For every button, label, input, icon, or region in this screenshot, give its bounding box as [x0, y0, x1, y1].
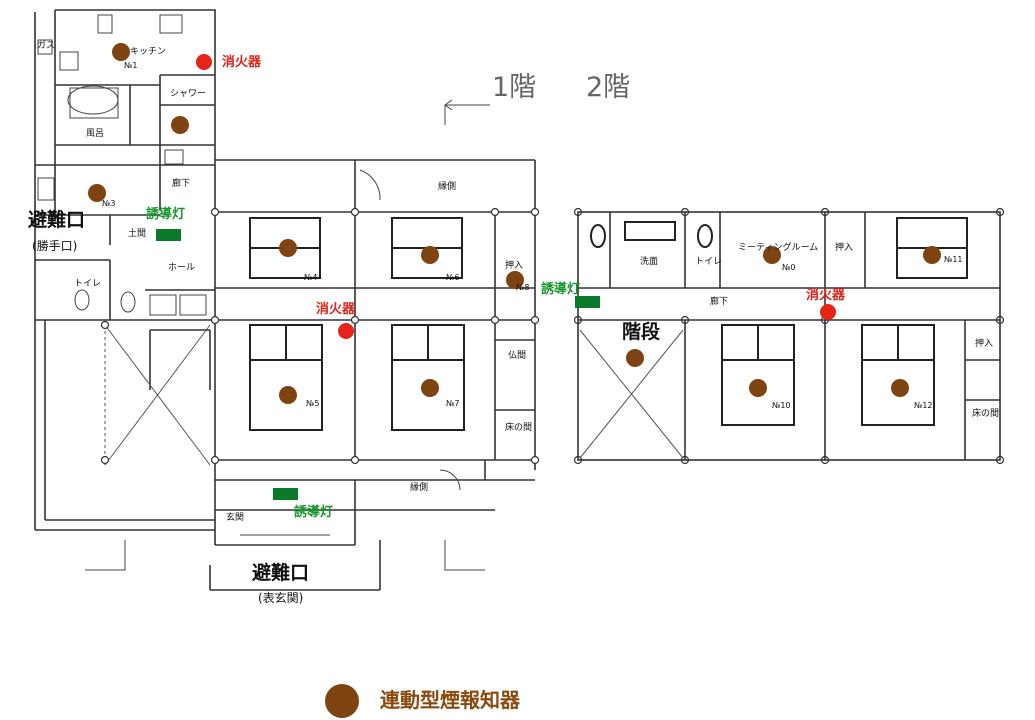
direction-arrows: [85, 99, 490, 571]
guide-light-marker-corridor: [575, 296, 600, 308]
room-label-butsuma: 仏間: [508, 351, 527, 361]
extinguisher-marker-first-floor: [338, 323, 354, 339]
room-label-hall: ホール: [168, 263, 196, 273]
room-label-toilet-1f: トイレ: [74, 279, 102, 289]
smoke-detector-stairs: [626, 349, 644, 367]
legend-detector-icon: [325, 684, 359, 718]
guide-light-marker-front-exit: [273, 488, 298, 500]
detector-id-1: №1: [124, 61, 138, 70]
room-label-corridor-2f: 廊下: [710, 297, 729, 307]
smoke-detector-12: [891, 379, 909, 397]
detector-id-4: №4: [304, 273, 318, 282]
room-label-entrance: 玄関: [226, 513, 245, 523]
room-label-washroom: 洗面: [640, 257, 659, 267]
stairs-label: 階段: [622, 321, 661, 343]
guide-light-marker-kitchen-exit: [156, 229, 181, 241]
guide-light-label-front: 誘導灯: [294, 505, 334, 520]
fire-extinguishers: [196, 54, 836, 339]
smoke-detector-8: [506, 271, 524, 289]
room-label-engawa-top: 縁側: [438, 182, 457, 192]
detector-id-8: №8: [516, 283, 530, 292]
smoke-detector-4: [279, 239, 297, 257]
room-label-shower: シャワー: [170, 89, 207, 99]
room-label-engawa-bottom: 縁側: [410, 483, 429, 493]
smoke-detector-6: [421, 246, 439, 264]
room-label-oshiire-2f: 押入: [835, 243, 854, 253]
exit-sublabel-front: (表玄関): [258, 591, 304, 605]
smoke-detector-3: [88, 184, 106, 202]
detector-id-10: №10: [772, 401, 791, 410]
extinguisher-label-kitchen: 消火器: [222, 55, 262, 70]
walls-first-floor: [34, 9, 536, 591]
smoke-detector-5: [279, 386, 297, 404]
guide-light-label-kitchen: 誘導灯: [146, 207, 186, 222]
stair-cross-second-floor: [579, 329, 684, 459]
exit-label-front: 避難口: [252, 562, 310, 584]
guide-lights: [156, 229, 600, 500]
floor-label-second: 2階: [586, 72, 631, 103]
stair-cross-first-floor: [104, 324, 211, 466]
room-label-oshiire-2f-right: 押入: [975, 339, 994, 349]
exit-label-kitchen: 避難口: [28, 209, 86, 231]
exit-sublabel-kitchen: (勝手口): [32, 239, 78, 253]
room-label-bath: 風呂: [86, 129, 105, 139]
smoke-detector-0: [763, 246, 781, 264]
extinguisher-marker-kitchen: [196, 54, 212, 70]
smoke-detector-11: [923, 246, 941, 264]
posts: [100, 207, 1005, 465]
fixtures-first-floor: [37, 14, 461, 536]
room-label-kitchen: キッチン: [130, 47, 167, 57]
legend-detector-label: 連動型煙報知器: [380, 688, 520, 712]
smoke-detector-1: [112, 43, 130, 61]
detector-id-5: №5: [306, 399, 320, 408]
room-label-meeting-room: ミーティングルーム: [738, 243, 819, 253]
smoke-detector-7: [421, 379, 439, 397]
room-label-toilet-2f: トイレ: [695, 257, 723, 267]
smoke-detectors: [88, 43, 941, 404]
room-label-tokonoma-2f: 床の間: [972, 409, 1000, 419]
detector-id-3: №3: [102, 199, 116, 208]
room-label-corridor-1f: 廊下: [172, 179, 191, 189]
detector-id-0: №0: [782, 263, 796, 272]
room-label-tokonoma-1f: 床の間: [505, 423, 533, 433]
room-label-oshiire-1f: 押入: [505, 261, 524, 271]
detector-id-6: №6: [446, 273, 460, 282]
smoke-detector-10: [749, 379, 767, 397]
extinguisher-marker-second-floor: [820, 304, 836, 320]
walls-second-floor: [577, 211, 1001, 461]
smoke-detector-2: [171, 116, 189, 134]
detector-id-7: №7: [446, 399, 460, 408]
guide-light-label-corridor: 誘導灯: [541, 282, 581, 297]
room-label-doma: 土間: [128, 229, 147, 239]
extinguisher-label-second-floor: 消火器: [806, 288, 846, 303]
floor-label-first: 1階: [492, 72, 537, 103]
extinguisher-label-first-floor: 消火器: [316, 302, 356, 317]
detector-id-11: №11: [944, 255, 963, 264]
room-label-gas: ガス: [37, 41, 56, 51]
detector-id-12: №12: [914, 401, 933, 410]
tatami-rooms-second-floor: [590, 217, 968, 426]
